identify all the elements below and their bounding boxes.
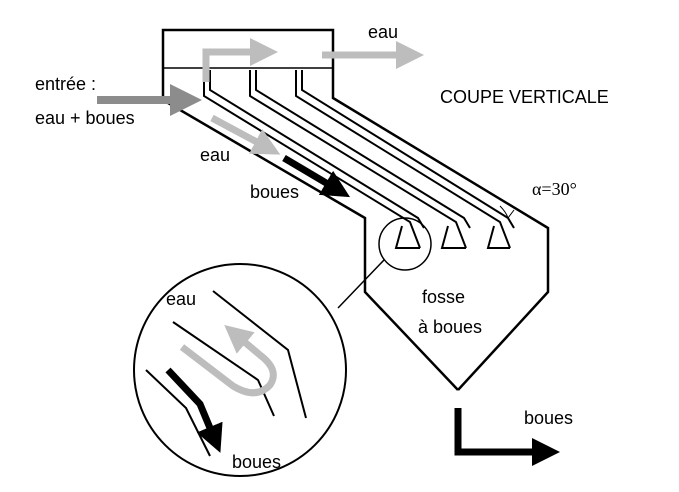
pit-label-line2: à boues	[418, 317, 482, 337]
detail-water-label: eau	[166, 289, 196, 309]
sludge-out-label: boues	[524, 408, 573, 428]
sludge-inner-arrow	[282, 154, 351, 198]
lamella-plates	[203, 70, 515, 249]
title-label: COUPE VERTICALE	[440, 87, 609, 107]
sludge-inner-label: boues	[250, 182, 299, 202]
sludge-outlet-arrow	[454, 408, 560, 466]
detail-marker-circle	[378, 217, 432, 271]
pit-label-line1: fosse	[422, 287, 465, 307]
angle-label: α=30°	[532, 179, 577, 199]
inlet-label-line1: entrée :	[35, 74, 96, 94]
water-out-label: eau	[368, 22, 398, 42]
detail-view	[133, 263, 347, 477]
detail-sludge-label: boues	[232, 452, 281, 472]
water-inner-arrow	[210, 114, 281, 155]
angle-indicator	[499, 205, 515, 219]
vessel-outline	[161, 28, 550, 391]
inlet-label-line2: eau + boues	[35, 108, 135, 128]
water-inner-label: eau	[200, 145, 230, 165]
water-rise-arrow	[202, 38, 278, 82]
detail-connector	[337, 259, 385, 309]
